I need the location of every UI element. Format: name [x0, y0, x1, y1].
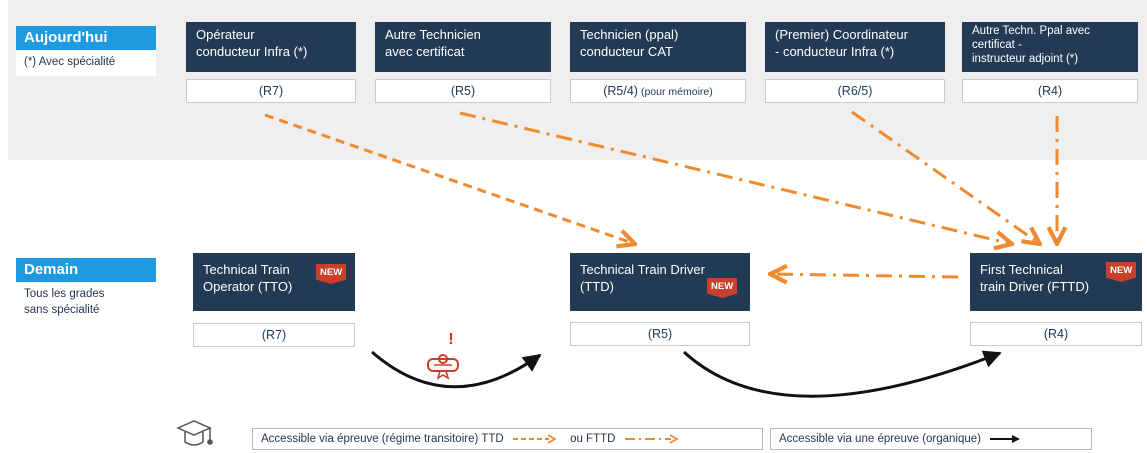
legend-dashed-arrow: [512, 434, 557, 444]
role-title-line: conducteur Infra (*): [196, 44, 308, 59]
role-technicien-conducteur-cat: Technicien (ppal) conducteur CAT: [570, 22, 746, 72]
role-title-line: Autre Technicien: [385, 27, 481, 42]
role-technical-train-driver: Technical Train Driver (TTD): [570, 253, 750, 311]
grade-box: (R7): [186, 79, 356, 103]
grade-value: (R6/5): [837, 84, 873, 98]
new-badge: NEW: [707, 278, 738, 298]
legend-organic: Accessible via une épreuve (organique): [770, 428, 1092, 450]
role-autre-technicien: Autre Technicien avec certificat: [375, 22, 551, 72]
grade-box: (R5): [375, 79, 551, 103]
role-title-line: train Driver (FTTD): [980, 279, 1090, 294]
tomorrow-note: Tous les grades sans spécialité: [16, 282, 156, 326]
grade-box: (R5/4)(pour mémoire): [570, 79, 746, 103]
arrow-ttd-to-fttd: [682, 350, 1002, 398]
role-title-line: (Premier) Coordinateur: [775, 27, 908, 42]
legend-transitional-text: Accessible via épreuve (régime transitoi…: [261, 433, 504, 445]
graduation-cap-icon: [176, 420, 213, 446]
role-title-line: conducteur CAT: [580, 44, 673, 59]
grade-value: (R5): [647, 327, 673, 341]
role-title-line: certificat -: [972, 39, 1022, 51]
role-title-line: - conducteur Infra (*): [775, 44, 895, 59]
warning-mark: !: [448, 331, 453, 348]
grade-box: (R7): [193, 323, 355, 347]
grade-box: (R4): [962, 79, 1138, 103]
grade-value: (R5): [450, 84, 476, 98]
tomorrow-note-line: sans spécialité: [24, 304, 100, 316]
role-title-line: First Technical: [980, 262, 1063, 277]
grade-value: (R7): [258, 84, 284, 98]
legend-organic-text: Accessible via une épreuve (organique): [779, 433, 982, 445]
grade-note: (pour mémoire): [640, 86, 713, 98]
grade-box: (R4): [970, 322, 1142, 346]
arrow-coordinateur-to-fttd: [851, 110, 1040, 244]
grade-value: (R4): [1043, 327, 1069, 341]
role-title-line: (TTD): [580, 279, 614, 294]
role-coordinateur-conducteur-infra: (Premier) Coordinateur - conducteur Infr…: [765, 22, 945, 72]
grade-box: (R6/5): [765, 79, 945, 103]
certificate-icon: [427, 354, 459, 380]
legend-dashdot-arrow: [624, 434, 679, 444]
legend-transitional: Accessible via épreuve (régime transitoi…: [252, 428, 763, 450]
grade-value: (R5/4): [603, 84, 638, 98]
role-operateur-conducteur-infra: Opérateur conducteur Infra (*): [186, 22, 356, 72]
role-title-line: avec certificat: [385, 44, 465, 59]
role-title-line: Technical Train Driver: [580, 262, 705, 277]
new-badge: NEW: [1106, 262, 1137, 282]
legend-solid-arrow: [990, 434, 1021, 443]
role-title-line: Operator (TTO): [203, 279, 293, 294]
grade-value: (R4): [1037, 84, 1063, 98]
arrow-operateur-to-ttd: [264, 113, 635, 244]
role-title-line: Technicien (ppal): [580, 27, 679, 42]
grade-value: (R7): [261, 328, 287, 342]
role-title-line: Autre Techn. Ppal avec: [972, 25, 1091, 37]
legend-or-text: ou FTTD: [570, 433, 616, 445]
arrow-tto-to-ttd: [371, 350, 542, 389]
tomorrow-note-line: Tous les grades: [24, 288, 105, 300]
arrow-autre-technicien-to-fttd: [459, 111, 1012, 244]
role-autre-techn-ppal: Autre Techn. Ppal avec certificat - inst…: [962, 22, 1138, 72]
role-title-line: Technical Train: [203, 262, 290, 277]
grade-box: (R5): [570, 322, 750, 346]
new-badge: NEW: [316, 264, 347, 284]
role-title-line: Opérateur: [196, 27, 255, 42]
role-title-line: instructeur adjoint (*): [972, 53, 1079, 65]
today-label: Aujourd'hui: [16, 26, 156, 50]
tomorrow-label: Demain: [16, 258, 156, 282]
today-note: (*) Avec spécialité: [16, 50, 156, 76]
arrow-fttd-to-ttd: [770, 274, 959, 277]
